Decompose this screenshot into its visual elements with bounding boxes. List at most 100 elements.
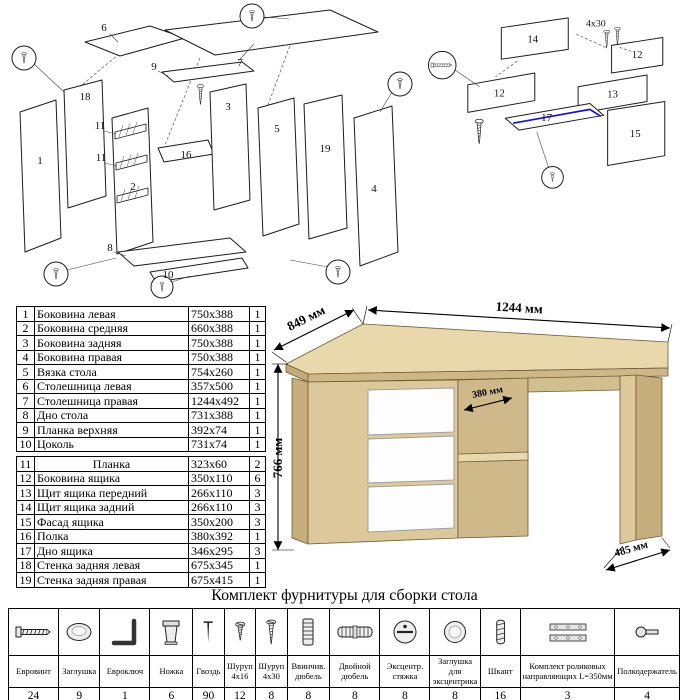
part-qty: 3: [249, 485, 266, 501]
part-label-4: 4: [371, 183, 377, 195]
part-label-6: 6: [101, 22, 107, 34]
hardware-icon: [225, 612, 255, 652]
part-number: 9: [16, 422, 35, 438]
part-label-11: 11: [95, 120, 106, 132]
hardware-item-label: Двойной дюбель: [330, 656, 380, 689]
hardware-item-icon-cell: [150, 609, 193, 656]
part-number: 4: [16, 349, 35, 365]
part-size: 731x388: [188, 407, 250, 423]
parts-table-2-body: 11 Планка 323x60 2 12 Боковина ящика 350…: [16, 456, 266, 588]
drawer-facade-panel: [607, 101, 666, 167]
hardware-item-qty: 16: [494, 689, 506, 700]
part-label-13: 13: [607, 89, 618, 101]
hardware-item-label: Полкодержатель: [615, 656, 679, 689]
part-number: 11: [16, 456, 35, 472]
part-number: 3: [16, 335, 35, 351]
part-qty: 1: [249, 378, 266, 394]
part-qty: 1: [249, 528, 266, 544]
part-name: Стенка задняя левая: [34, 557, 189, 573]
panel-side-left: [19, 99, 62, 253]
part-name: Дно ящика: [34, 543, 189, 559]
desk-top-surface: [285, 323, 669, 375]
part-size: 754x260: [188, 364, 250, 380]
part-name: Дно стола: [34, 407, 189, 423]
hardware-item-label: Евроключ: [100, 656, 150, 689]
hardware-item: Шкант 16: [480, 609, 521, 700]
part-size: 750x388: [188, 335, 250, 351]
hardware-item-qty: 8: [305, 689, 312, 700]
hardware-item: Ввинчив. дюбель 8: [287, 609, 331, 700]
part-qty: 1: [249, 393, 266, 409]
hardware-item-label: Шуруп 4x30: [256, 656, 287, 689]
parts-table-row: 11 Планка 323x60 2: [16, 456, 266, 472]
hardware-item-icon-cell: [430, 609, 480, 656]
part-number: 5: [16, 364, 35, 380]
part-name: Планка верхняя: [34, 422, 189, 438]
hardware-item-qty: 9: [76, 689, 83, 700]
screw-icon: [614, 26, 621, 46]
part-number: 18: [16, 557, 35, 573]
parts-table-row: 5 Вязка стола 754x260 1: [16, 364, 266, 380]
parts-table-row: 18 Стенка задняя левая 675x345 1: [16, 557, 266, 573]
part-qty: 1: [249, 335, 266, 351]
part-size: 266x110: [188, 485, 250, 501]
hardware-item-qty: 3: [564, 689, 571, 700]
parts-list: 1 Боковина левая 750x388 1 2 Боковина ср…: [16, 306, 266, 588]
part-size: 357x500: [188, 378, 250, 394]
part-name: Боковина задняя: [34, 335, 189, 351]
part-qty: 1: [249, 407, 266, 423]
drawer-part-numbers: 14 12 12 13 17 15 4x30: [494, 19, 643, 140]
part-name: Боковина правая: [34, 349, 189, 365]
fastener-callout: [11, 45, 37, 71]
dimension-lines: [271, 305, 673, 572]
fastener-callout: [541, 166, 564, 189]
part-name: Боковина левая: [34, 306, 189, 322]
part-qty: 3: [249, 514, 266, 530]
hardware-item: Шуруп 4x30 8: [256, 609, 288, 700]
hardware-kit-table: Евровинт 24 Заглушка 9 Е: [8, 608, 680, 700]
panel-plinth: [149, 257, 249, 283]
part-size: 750x388: [188, 306, 250, 322]
drawer-bottom-panel: [504, 103, 605, 131]
part-qty: 1: [249, 422, 266, 438]
part-number: 7: [16, 393, 35, 409]
hardware-item-label: Заглушка для эксцентрика: [430, 656, 480, 689]
fastener-callout: [43, 261, 69, 287]
compartment-shelf: [457, 451, 529, 463]
part-label-15: 15: [630, 128, 641, 140]
parts-table-row: 14 Щит ящика задний 266x110 3: [16, 499, 266, 515]
hardware-item-label: Шуруп 4x16: [224, 656, 256, 689]
leader-lines: [454, 33, 632, 168]
back-rail: [527, 375, 621, 393]
panel-top-plank: [161, 61, 255, 83]
hardware-item-qty: 90: [202, 689, 215, 700]
hardware-icon: [151, 612, 191, 652]
hardware-item-icon-cell: [287, 609, 330, 656]
hardware-item-icon-cell: [256, 609, 287, 656]
parts-table-row: 7 Столешница правая 1244x492 1: [16, 393, 266, 409]
part-label-16: 16: [181, 149, 193, 161]
part-size: 266x110: [188, 499, 250, 515]
part-name: Полка: [34, 528, 189, 544]
hardware-item-label: Евровинт: [9, 656, 59, 689]
fastener-callout: [150, 275, 174, 299]
hardware-item: Полкодержатель 4: [615, 609, 679, 700]
hardware-item: Заглушка 9: [59, 609, 101, 700]
hardware-item: Эксцентр. стяжка 8: [380, 609, 431, 700]
dim-height-label: 766 мм: [270, 438, 285, 479]
fastener-callout: [239, 3, 265, 29]
part-qty: 1: [249, 306, 266, 322]
parts-table-row: 2 Боковина средняя 660x388 1: [16, 320, 266, 336]
panel-tie: [257, 97, 300, 237]
part-size: 660x388: [188, 320, 250, 336]
parts-table-row: 15 Фасад ящика 350x200 3: [16, 514, 266, 530]
screw-icon: [603, 29, 610, 49]
part-label-5: 5: [274, 123, 280, 135]
parts-table-row: 9 Планка верхняя 392x74 1: [16, 422, 266, 438]
part-size: 675x415: [188, 572, 250, 588]
part-number: 6: [16, 378, 35, 394]
hardware-item: Заглушка для эксцентрика 8: [430, 609, 481, 700]
dim-left-depth-label: 849 мм: [285, 302, 328, 334]
part-label-7: 7: [237, 57, 243, 69]
part-number: 15: [16, 514, 35, 530]
